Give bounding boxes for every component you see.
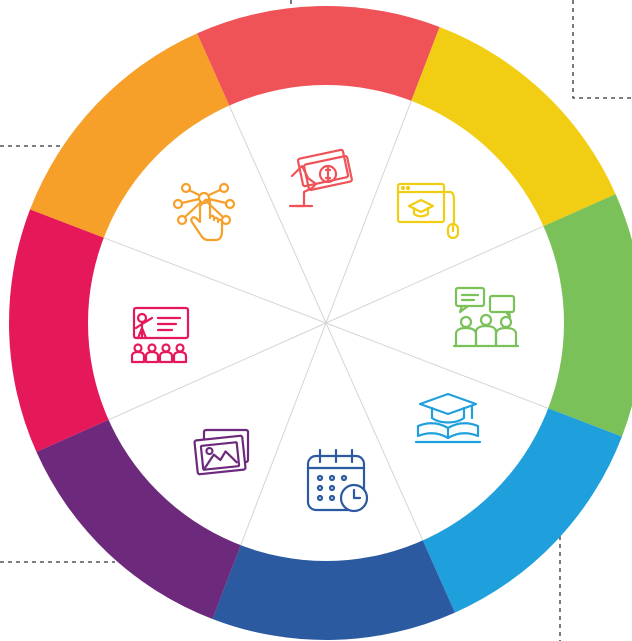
divider-spoke	[240, 322, 327, 546]
calendar-clock-icon[interactable]	[306, 448, 369, 513]
touch-network-icon[interactable]	[172, 182, 236, 242]
divider-spoke	[325, 100, 412, 324]
divider-spoke	[103, 237, 327, 324]
divider-spoke	[325, 225, 544, 324]
group-discussion-icon[interactable]	[452, 286, 520, 348]
divider-spoke	[325, 322, 424, 541]
photo-gallery-icon[interactable]	[193, 428, 250, 476]
hand-money-icon[interactable]	[288, 148, 353, 208]
connector-top-right	[572, 0, 632, 99]
presentation-icon[interactable]	[130, 306, 190, 364]
divider-spoke	[228, 105, 327, 324]
online-course-icon[interactable]	[396, 182, 460, 240]
divider-spokes	[103, 100, 549, 546]
graduation-book-icon[interactable]	[414, 392, 482, 444]
divider-spoke	[108, 322, 327, 421]
divider-spoke	[325, 322, 549, 409]
